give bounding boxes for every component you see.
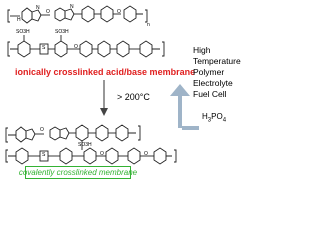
atom-nh: H xyxy=(17,17,21,23)
reaction-scheme xyxy=(5,5,199,165)
atom-s: S xyxy=(42,152,46,158)
acid-label: H3PO4 xyxy=(202,112,227,124)
top-sulfonated-chain xyxy=(7,35,165,58)
atom-o: O xyxy=(74,44,78,50)
atom-o: O xyxy=(117,9,121,15)
doping-arrow xyxy=(170,84,199,130)
atom-n-sub: n xyxy=(147,22,150,28)
atom-o: O xyxy=(46,9,50,15)
application-label: High Temperature Polymer Electrolyte Fue… xyxy=(193,45,241,99)
atom-so3h: SO3H xyxy=(78,142,92,148)
heat-arrow xyxy=(100,80,108,116)
bottom-pbi-chain xyxy=(5,124,141,150)
atom-o: O xyxy=(40,127,44,133)
temperature-label: > 200°C xyxy=(117,92,150,102)
atom-n: N xyxy=(70,4,74,10)
atom-s: S xyxy=(42,45,46,51)
atom-o: O xyxy=(144,151,148,157)
top-pbi-chain xyxy=(7,5,148,24)
atom-o: O xyxy=(100,151,104,157)
atom-n: N xyxy=(36,5,40,11)
ionic-membrane-label: ionically crosslinked acid/base membrane xyxy=(15,67,196,77)
atom-so3h: SO3H xyxy=(55,29,69,35)
covalent-membrane-label: covalently crosslinked membrane xyxy=(19,166,137,179)
atom-so3h: SO3H xyxy=(16,29,30,35)
bottom-sulfonated-chain xyxy=(5,147,177,165)
